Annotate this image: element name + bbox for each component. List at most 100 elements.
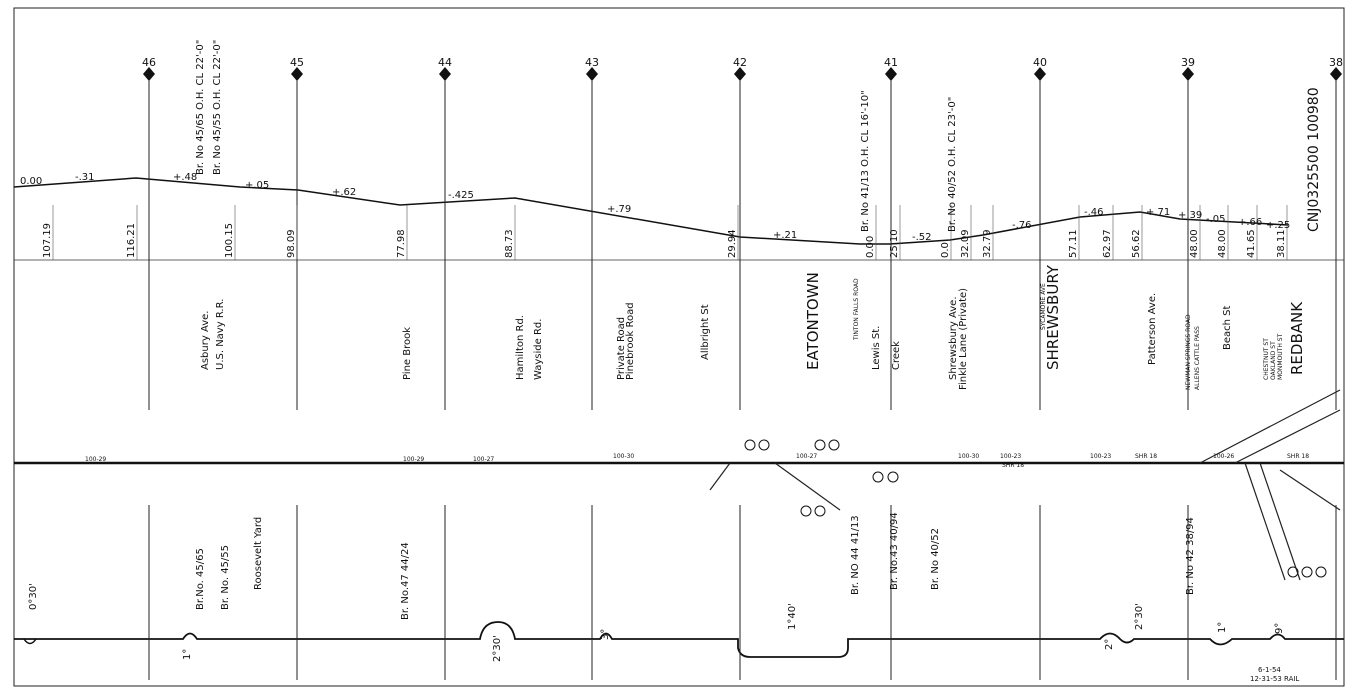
track-label: 100-30 bbox=[958, 453, 979, 460]
milepost-diamond bbox=[734, 67, 746, 81]
roosevelt-yard-label: Roosevelt Yard bbox=[253, 517, 264, 590]
street-label: Asbury Ave. bbox=[200, 311, 211, 370]
station-shrewsbury: SHREWSBURY bbox=[1044, 264, 1062, 370]
bridge-top-b: Br. No 45/55 O.H. CL 22'-0" bbox=[212, 40, 223, 175]
grade-value: +.21 bbox=[773, 230, 797, 241]
street-label: Lewis St. bbox=[871, 326, 882, 370]
milepost-number: 43 bbox=[585, 56, 599, 69]
milepost-number: 40 bbox=[1033, 56, 1047, 69]
curve-labels: 0°30'1°2°30'3°1°40'2°2°30'1°9° bbox=[28, 583, 1285, 662]
street-label: TINTON FALLS ROAD bbox=[853, 278, 860, 341]
curve-label: 9° bbox=[1274, 623, 1285, 634]
curve-label: 1° bbox=[182, 649, 193, 660]
footer-date-1: 6-1-54 bbox=[1258, 666, 1281, 674]
branch-line bbox=[709, 462, 731, 491]
grade-value: +.48 bbox=[173, 172, 197, 183]
grade-value: +.25 bbox=[1266, 220, 1290, 231]
signal-circle bbox=[800, 505, 812, 517]
curve-label: 3° bbox=[600, 629, 611, 640]
elevation-value: 57.11 bbox=[1068, 229, 1079, 258]
street-label: ALLENS CATTLE PASS bbox=[1194, 326, 1201, 390]
bridge-top-c: Br. No 41/13 O.H. CL 16'-10" bbox=[860, 90, 871, 232]
elevation-value: 0.00 bbox=[865, 236, 876, 258]
track-label: 100-27 bbox=[473, 456, 494, 463]
track-label: 100-23 bbox=[1090, 453, 1111, 460]
grade-value: +.66 bbox=[1238, 217, 1262, 228]
milepost-number: 46 bbox=[142, 56, 156, 69]
grade-value: -.76 bbox=[1012, 220, 1032, 231]
branch-line bbox=[1259, 462, 1301, 581]
grade-value: +.05 bbox=[245, 180, 269, 191]
track-label: 100-23 bbox=[1000, 453, 1021, 460]
branch-line bbox=[1234, 409, 1341, 464]
bridge-bot-g: Br. No 42 38/94 bbox=[1185, 517, 1196, 595]
track-label: 100-29 bbox=[85, 456, 106, 463]
station-eatontown: EATONTOWN bbox=[804, 272, 822, 370]
vertical-ticks bbox=[52, 80, 1337, 680]
elevation-value: 62.97 bbox=[1102, 229, 1113, 258]
milepost-diamond bbox=[143, 67, 155, 81]
milepost-number: 38 bbox=[1329, 56, 1343, 69]
curve-label: 1°40' bbox=[787, 603, 798, 630]
curvature-line bbox=[14, 621, 1344, 658]
curve-label: 0°30' bbox=[28, 583, 39, 610]
elevation-value: 48.00 bbox=[1189, 229, 1200, 258]
bridge-top-d: Br. No 40/52 O.H. CL 23'-0" bbox=[947, 97, 958, 232]
signal-circle bbox=[1315, 566, 1327, 578]
signal-circle bbox=[1287, 566, 1299, 578]
elevation-value: 98.09 bbox=[286, 229, 297, 258]
elevation-value: 32.79 bbox=[982, 229, 993, 258]
signal-circle bbox=[744, 439, 756, 451]
bridge-bot-d: Br. NO 44 41/13 bbox=[850, 515, 861, 595]
elevation-value: 41.65 bbox=[1246, 229, 1257, 258]
grade-value: +.62 bbox=[332, 187, 356, 198]
grade-value: -.05 bbox=[1206, 214, 1226, 225]
track-label: 100-26 bbox=[1213, 453, 1234, 460]
milepost-diamond bbox=[1182, 67, 1194, 81]
station-redbank: REDBANK bbox=[1288, 301, 1306, 375]
street-label: Hamilton Rd. bbox=[515, 315, 526, 380]
street-label: Allbright St bbox=[700, 304, 711, 360]
street-label: Patterson Ave. bbox=[1147, 293, 1158, 365]
signal-circle bbox=[828, 439, 840, 451]
grade-value: 0.00 bbox=[20, 176, 42, 187]
signal-circle bbox=[872, 471, 884, 483]
elevation-value: 100.15 bbox=[224, 223, 235, 258]
track-label: SHR 18 bbox=[1135, 453, 1157, 460]
street-label: CHESTNUT ST bbox=[1263, 338, 1270, 380]
signal-circle bbox=[814, 505, 826, 517]
milepost-number: 39 bbox=[1181, 56, 1195, 69]
grade-profile-line bbox=[13, 177, 1289, 245]
branch-lines bbox=[709, 389, 1341, 581]
branch-line bbox=[774, 462, 841, 511]
street-label: Pinebrook Road bbox=[625, 302, 636, 380]
milepost-number: 42 bbox=[733, 56, 747, 69]
milepost-number: 41 bbox=[884, 56, 898, 69]
signal-circle bbox=[887, 471, 899, 483]
track-label: 100-30 bbox=[613, 453, 634, 460]
bridge-bot-c: Br. No.47 44/24 bbox=[400, 542, 411, 620]
track-label: SHR 18 bbox=[1002, 462, 1024, 469]
street-label: Finkle Lane (Private) bbox=[958, 288, 969, 390]
street-label: MONMOUTH ST bbox=[1277, 333, 1284, 380]
branch-line bbox=[1199, 389, 1341, 464]
elevation-value: 56.62 bbox=[1131, 229, 1142, 258]
street-label: Wayside Rd. bbox=[533, 319, 544, 380]
grade-value: +.71 bbox=[1146, 207, 1170, 218]
elevation-value: 116.21 bbox=[126, 223, 137, 258]
street-label: OAKLAND ST bbox=[1270, 341, 1277, 380]
elevation-value: 48.00 bbox=[1217, 229, 1228, 258]
bridge-top-a: Br. No 45/65 O.H. CL 22'-0" bbox=[195, 40, 206, 175]
branch-line bbox=[1244, 462, 1286, 581]
elevation-value: 88.73 bbox=[504, 229, 515, 258]
elevation-value: 0.0 bbox=[940, 242, 951, 258]
bridge-bot-a: Br.No. 45/65 bbox=[195, 548, 206, 610]
footer-date-2: 12-31-53 RAIL bbox=[1250, 675, 1299, 683]
elevation-value: 29.94 bbox=[727, 229, 738, 258]
grade-value: +.79 bbox=[607, 204, 631, 215]
